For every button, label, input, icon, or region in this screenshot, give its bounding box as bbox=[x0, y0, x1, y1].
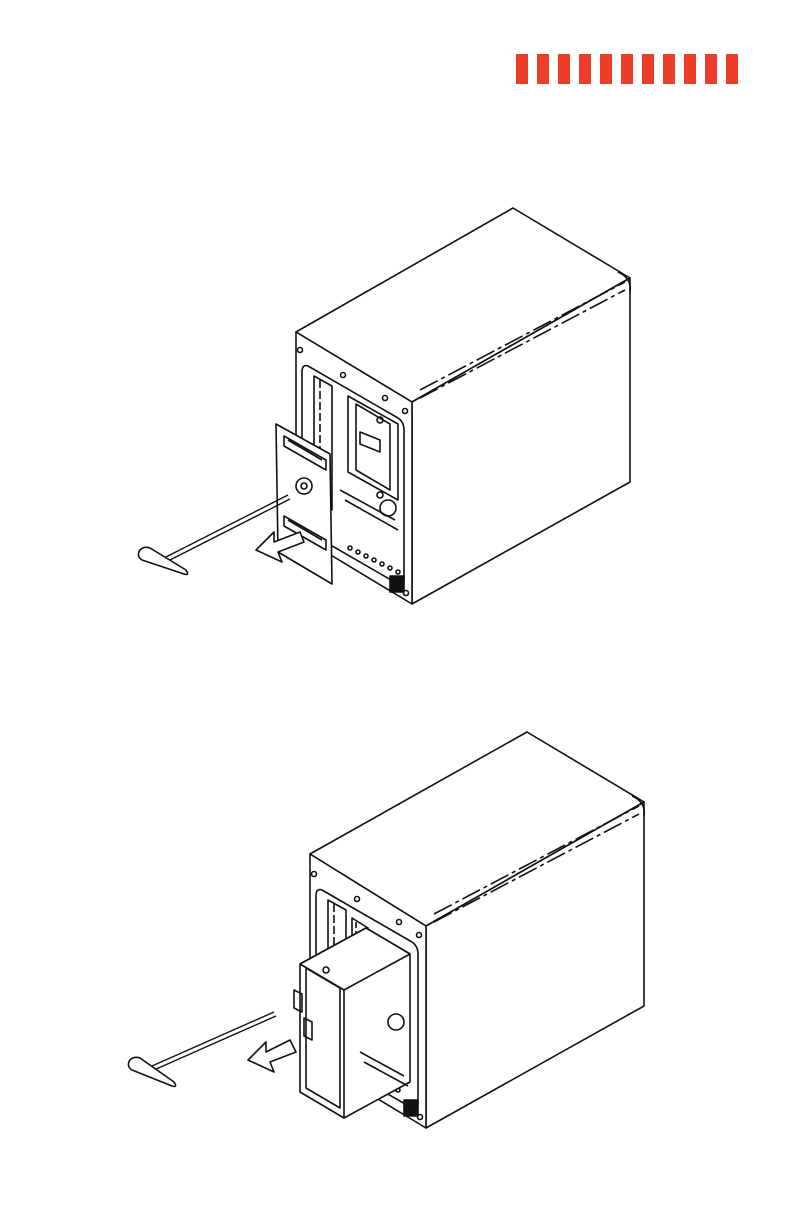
arrow-left-icon bbox=[248, 1040, 296, 1072]
brand-stripe bbox=[516, 54, 528, 84]
brand-stripe-bar bbox=[516, 54, 738, 84]
figure-remove-front-panel bbox=[0, 200, 793, 620]
figure-1-illustration bbox=[0, 200, 793, 620]
brand-stripe bbox=[663, 54, 675, 84]
hex-key-icon bbox=[128, 1012, 276, 1087]
brand-stripe bbox=[558, 54, 570, 84]
brand-stripe bbox=[537, 54, 549, 84]
brand-stripe bbox=[621, 54, 633, 84]
brand-stripe bbox=[642, 54, 654, 84]
brand-stripe bbox=[726, 54, 738, 84]
nas-enclosure-icon bbox=[296, 208, 630, 604]
brand-stripe bbox=[684, 54, 696, 84]
figure-2-illustration bbox=[0, 722, 793, 1142]
brand-stripe bbox=[579, 54, 591, 84]
brand-stripe bbox=[705, 54, 717, 84]
brand-stripe bbox=[600, 54, 612, 84]
figure-pull-drive-tray bbox=[0, 722, 793, 1142]
hex-key-icon bbox=[138, 495, 290, 575]
